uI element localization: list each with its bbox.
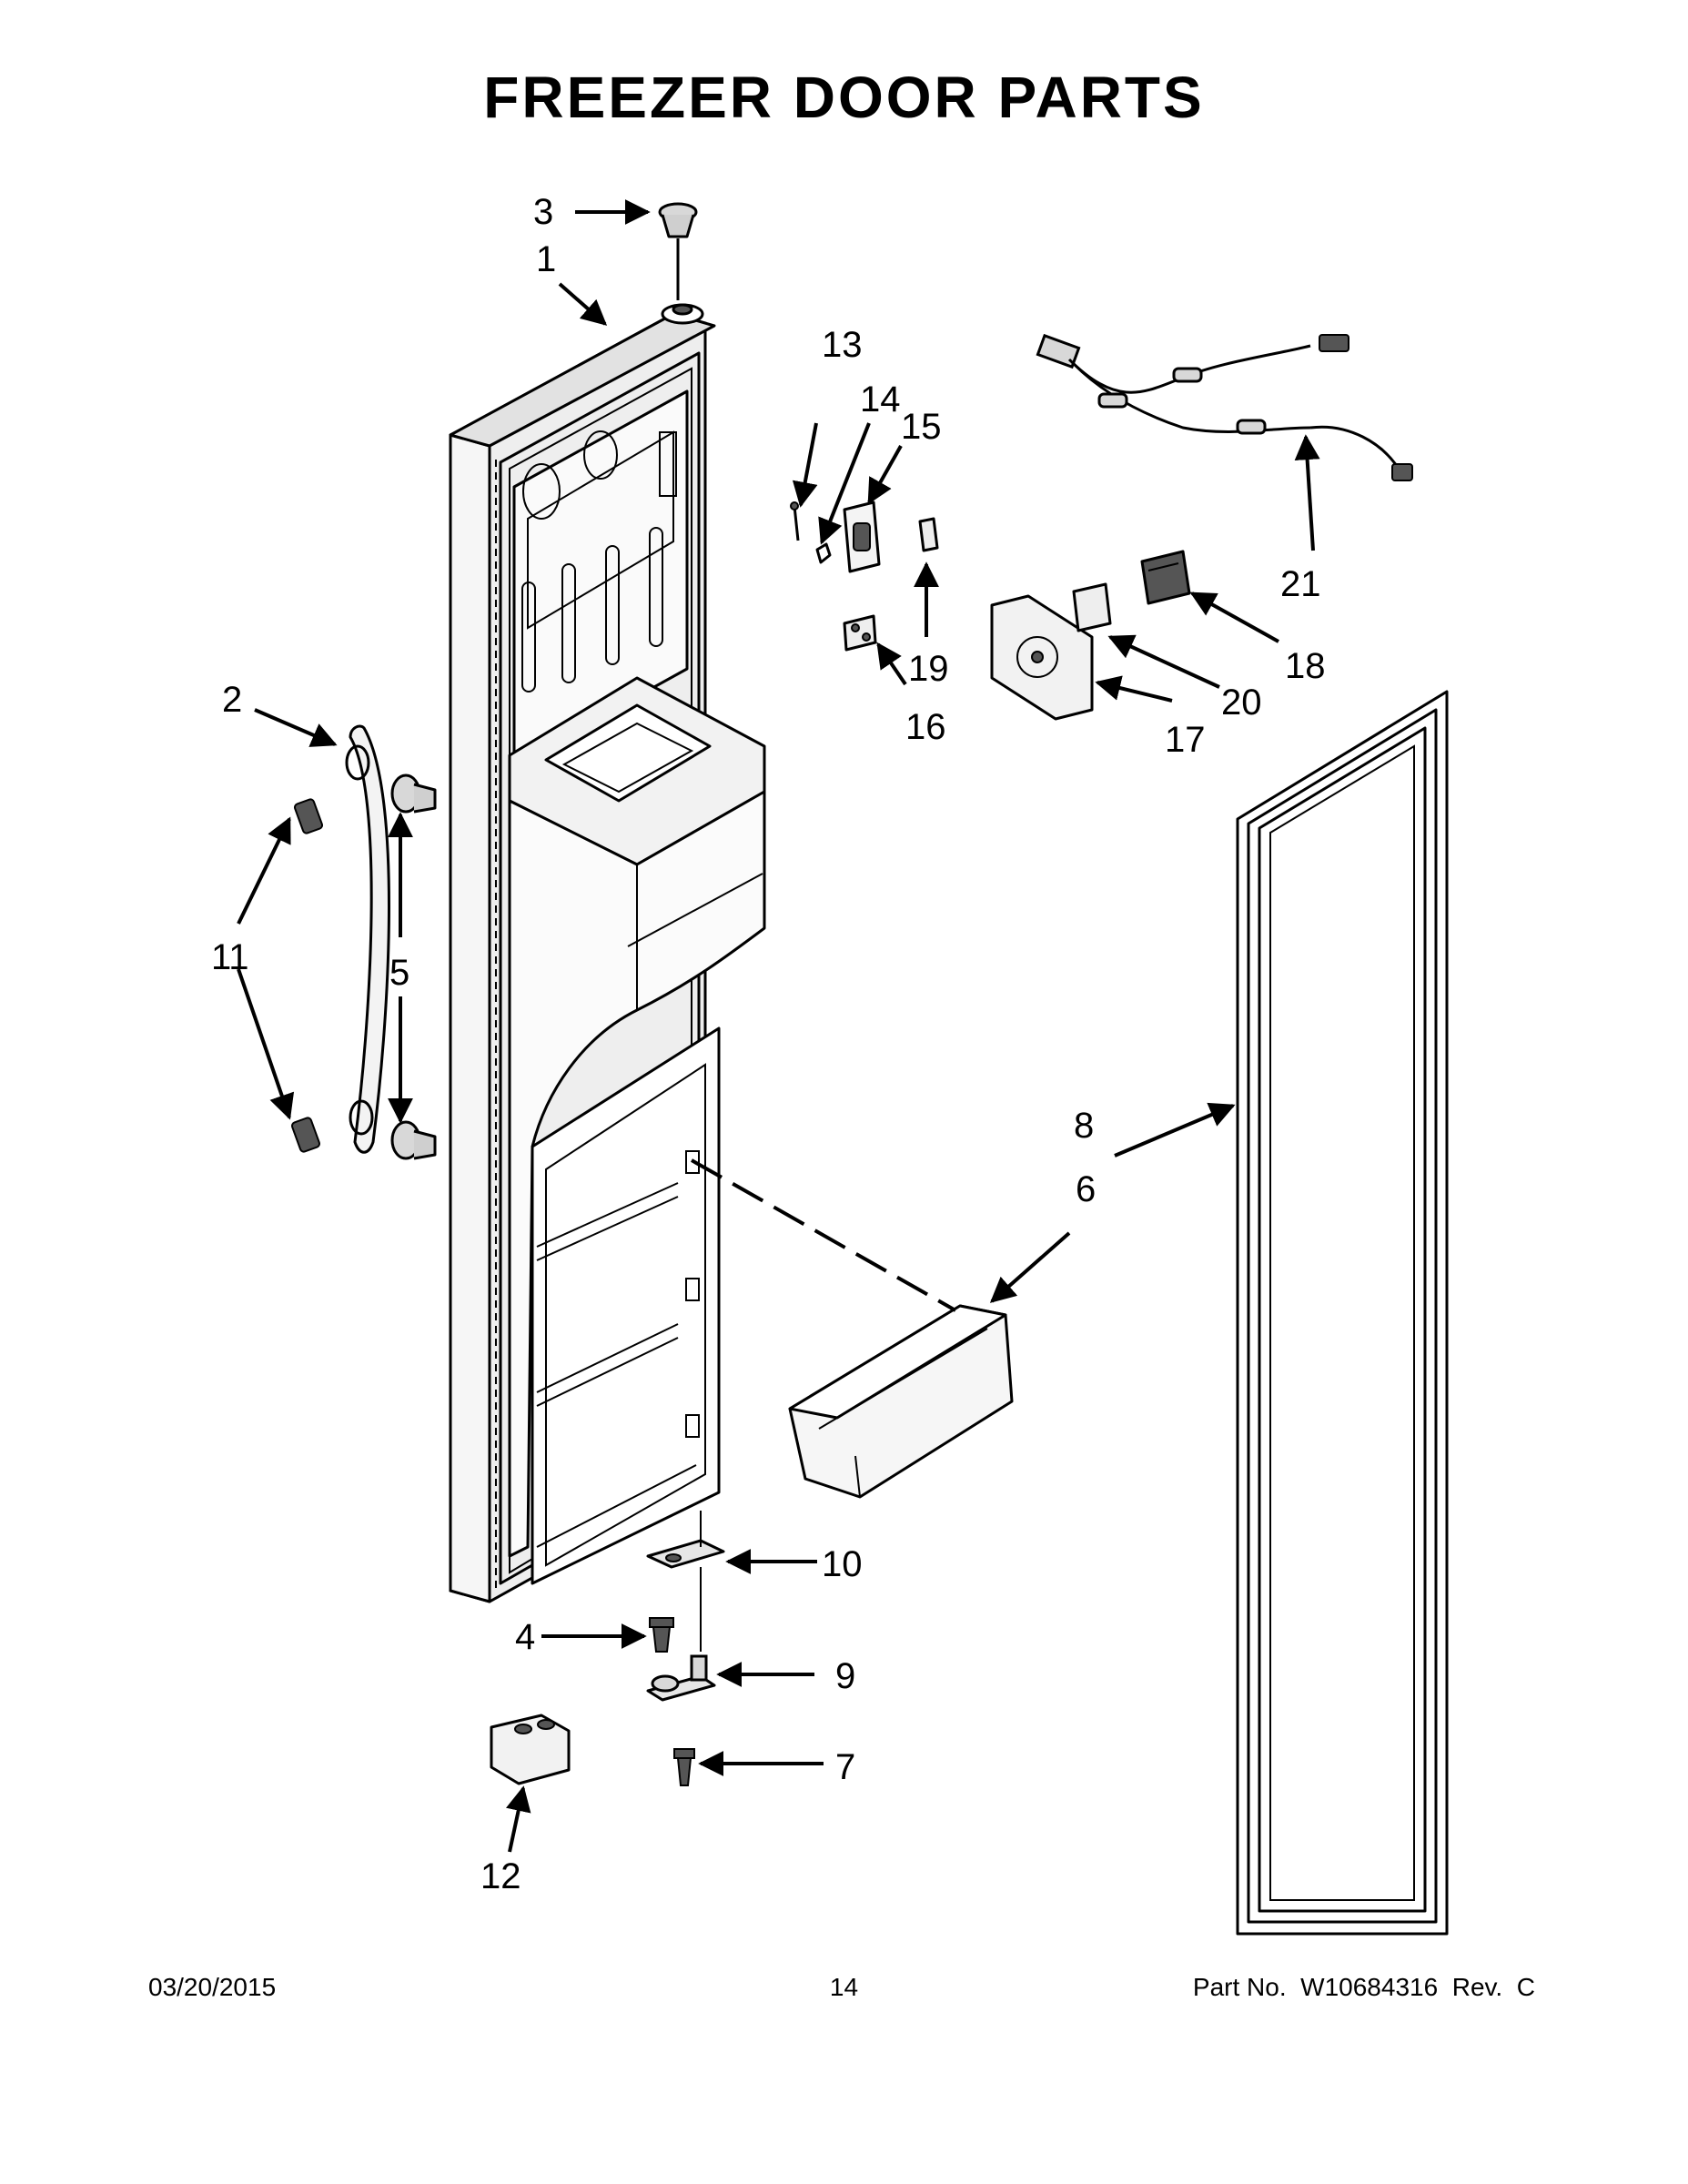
callout-6: 6 (1076, 1169, 1096, 1209)
spring-part-14 (815, 542, 832, 564)
callout-16: 16 (905, 707, 946, 747)
callout-21: 21 (1280, 564, 1321, 604)
callout-17: 17 (1165, 720, 1206, 760)
callout-7: 7 (835, 1747, 855, 1787)
hinge-plate-part-10 (646, 1511, 725, 1652)
bracket-part-16 (843, 614, 877, 652)
callout-14: 14 (860, 379, 901, 420)
callout-numbers: 3 1 2 11 5 13 14 15 19 16 17 20 18 21 8 … (211, 192, 1326, 1896)
callout-20: 20 (1221, 682, 1262, 723)
screw-part-11-bottom (290, 1117, 321, 1153)
callout-2: 2 (222, 680, 242, 720)
callout-1: 1 (536, 239, 556, 279)
board-part-18 (1140, 550, 1191, 605)
door-gasket-part-8 (1236, 690, 1449, 1936)
bracket-part-20 (1072, 582, 1112, 632)
callout-3: 3 (533, 192, 553, 232)
page-title: FREEZER DOOR PARTS (483, 65, 1205, 130)
screw-part-7 (673, 1748, 695, 1786)
actuator-part-15 (843, 500, 881, 573)
callout-11: 11 (211, 937, 249, 977)
hinge-bracket-part-9 (646, 1654, 716, 1702)
handle-mount-part-5-top (390, 774, 437, 814)
door-liner-part-1 (449, 303, 766, 1603)
leader-lines (237, 199, 1320, 1853)
callout-19: 19 (908, 649, 949, 689)
wire-harness-part-21 (1036, 333, 1413, 481)
callout-4: 4 (515, 1617, 535, 1657)
door-bin-part-6 (788, 1304, 1014, 1499)
callout-18: 18 (1285, 646, 1326, 686)
callout-15: 15 (901, 407, 942, 447)
hinge-bushing-part-3 (658, 202, 698, 300)
screw-part-4 (649, 1617, 674, 1653)
handle-mount-part-5-bottom (390, 1120, 437, 1160)
footer-date: 03/20/2015 (148, 1973, 277, 2001)
footer-part-number: Part No. W10684316 Rev. C (1192, 1973, 1535, 2001)
callout-13: 13 (822, 325, 863, 365)
screw-part-11-top (293, 798, 324, 834)
handle-part-2 (345, 724, 390, 1154)
switch-part-19 (918, 517, 939, 552)
callout-10: 10 (822, 1544, 863, 1584)
control-housing-part-17 (990, 594, 1094, 721)
callout-8: 8 (1074, 1106, 1094, 1146)
callout-5: 5 (389, 953, 409, 993)
callout-9: 9 (835, 1656, 855, 1696)
hinge-cover-part-12 (490, 1714, 571, 1785)
callout-12: 12 (480, 1856, 521, 1896)
screw-part-13 (790, 501, 800, 541)
footer-page-number: 14 (829, 1973, 859, 2001)
